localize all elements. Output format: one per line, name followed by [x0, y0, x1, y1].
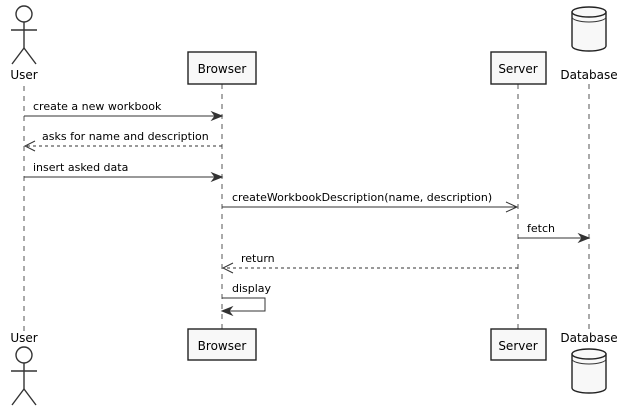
database-label-top: Database — [560, 68, 617, 82]
browser-box-bottom: Browser — [187, 328, 257, 361]
msg-create-workbook-label: create a new workbook — [33, 100, 162, 113]
arrowhead-open — [505, 201, 519, 213]
arrowhead-filled — [210, 171, 224, 183]
database-cylinder-top — [571, 6, 607, 52]
server-label-top: Server — [498, 62, 537, 76]
arrowhead-filled — [210, 110, 224, 122]
browser-label-top: Browser — [198, 62, 247, 76]
database-label-bottom: Database — [560, 331, 617, 345]
msg-display-label: display — [232, 282, 272, 295]
msg-create-description-label: createWorkbookDescription(name, descript… — [232, 191, 492, 204]
arrowhead-open — [221, 262, 234, 274]
browser-box-top: Browser — [187, 51, 257, 85]
browser-label-bottom: Browser — [198, 339, 247, 353]
user-label-bottom: User — [10, 331, 37, 345]
msg-display-arrow — [222, 297, 266, 312]
msg-fetch-label: fetch — [527, 222, 555, 235]
user-actor-bottom — [11, 346, 37, 406]
arrowhead-filled — [220, 305, 234, 317]
server-box-bottom: Server — [490, 328, 547, 361]
arrowhead-filled — [577, 232, 591, 244]
database-cylinder-bottom — [571, 348, 607, 394]
msg-insert-data-label: insert asked data — [33, 161, 128, 174]
server-box-top: Server — [490, 51, 547, 85]
server-label-bottom: Server — [498, 339, 537, 353]
arrowhead-open — [23, 140, 36, 152]
msg-return-label: return — [241, 252, 275, 265]
user-actor-top — [11, 5, 37, 65]
user-label-top: User — [10, 68, 37, 82]
msg-asks-label: asks for name and description — [42, 130, 209, 143]
